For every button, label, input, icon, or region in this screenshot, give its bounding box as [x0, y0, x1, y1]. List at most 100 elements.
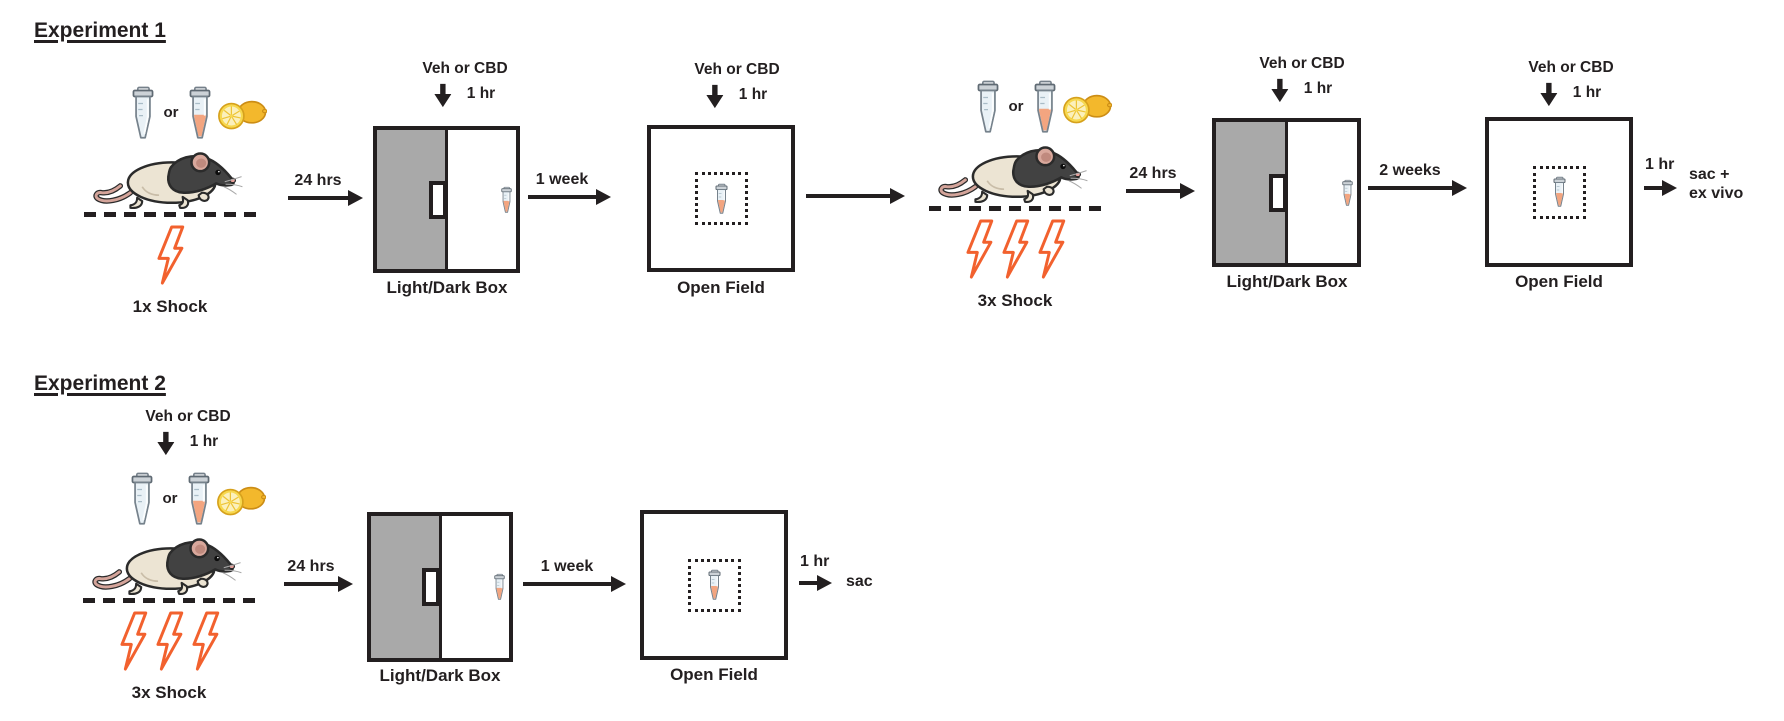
- shock-bolts: [153, 222, 187, 288]
- experiment2-title: Experiment 2: [34, 372, 166, 395]
- lightdark-box-label: Light/Dark Box: [379, 666, 501, 685]
- lemon-oil-tube-icon: [1552, 176, 1567, 208]
- light-dark-box: [373, 126, 520, 273]
- lightning-bolt-icon: [152, 608, 186, 674]
- open-field-box: [647, 125, 795, 272]
- shock-station-3x: or 3x Shock: [61, 470, 277, 703]
- door-opening: [1268, 173, 1287, 212]
- timeline-arrow-2weeks: 2 weeks: [1368, 162, 1467, 195]
- rat-icon: [935, 138, 1095, 205]
- vehicle-tube-icon: [130, 85, 156, 141]
- open-field-box: [1485, 117, 1633, 267]
- dose-arrow-row: 1 hr: [1541, 80, 1601, 109]
- lemon-oil-tube-icon: [707, 569, 722, 601]
- lemon-oil-tube-icon: [1032, 79, 1058, 135]
- dose-arrow-row: 1 hr: [435, 81, 495, 110]
- lemon-icon: [217, 95, 267, 131]
- dose-block: Veh or CBD 1 hr: [145, 408, 231, 458]
- lightning-bolt-icon: [188, 608, 222, 674]
- endpoint-label: sac + ex vivo: [1689, 165, 1743, 203]
- endpoint-line2: ex vivo: [1689, 185, 1744, 202]
- center-zone-dotted: [1532, 165, 1586, 219]
- dose-block: Veh or CBD 1 hr: [422, 60, 508, 110]
- light-dark-box: [1212, 118, 1361, 267]
- rat-icon: [90, 144, 250, 211]
- arrow-label: 2 weeks: [1379, 162, 1441, 179]
- timeline-arrow-24hrs: 24 hrs: [288, 172, 363, 205]
- dose-time: 1 hr: [738, 86, 768, 103]
- dose-time: 1 hr: [1572, 84, 1602, 101]
- compartment-divider: [445, 130, 448, 269]
- dose-time: 1 hr: [1303, 80, 1333, 97]
- down-arrow-icon: [158, 429, 175, 458]
- arrow-line: [288, 190, 363, 205]
- floor-dashed-line: [84, 212, 256, 217]
- down-arrow-icon: [707, 82, 724, 111]
- or-label: or: [162, 490, 178, 507]
- lightning-bolt-icon: [962, 216, 996, 282]
- lemon-oil-tube-icon: [186, 471, 212, 527]
- lightdark-box-label: Light/Dark Box: [1226, 272, 1348, 291]
- timeline-arrow-24hrs: 24 hrs: [1126, 165, 1195, 198]
- shock-station-3x: or 3x Shock: [907, 78, 1123, 311]
- lightning-bolt-icon: [116, 608, 150, 674]
- compartment-divider: [1285, 122, 1288, 263]
- compartment-divider: [438, 516, 442, 658]
- experiment1-title: Experiment 1: [34, 19, 166, 42]
- dose-arrow-row: 1 hr: [707, 82, 767, 111]
- lemon-oil-tube-icon: [493, 573, 506, 601]
- arrow-line: [528, 189, 611, 204]
- dose-block: Veh or CBD 1 hr: [1259, 55, 1345, 105]
- down-arrow-icon: [435, 81, 452, 110]
- light-dark-box: [367, 512, 513, 662]
- odor-choice-group: or: [975, 78, 1112, 135]
- arrow-line: [1126, 183, 1195, 198]
- lemon-oil-tube-icon: [187, 85, 213, 141]
- arrow-label: 24 hrs: [1129, 165, 1177, 182]
- endpoint-arrow: [799, 575, 832, 590]
- door-opening: [422, 568, 440, 606]
- shock-station-1x: or 1x Shock: [62, 84, 278, 317]
- down-arrow-icon: [1272, 76, 1289, 105]
- arrow-line: [1368, 180, 1467, 195]
- odor-choice-group: or: [129, 470, 266, 527]
- shock-count-label: 3x Shock: [131, 682, 207, 702]
- lightdark-box-label: Light/Dark Box: [386, 278, 508, 297]
- dose-label: Veh or CBD: [694, 61, 780, 78]
- endpoint-label: sac: [846, 573, 873, 590]
- dose-arrow-row: 1 hr: [158, 429, 218, 458]
- arrow-label: 24 hrs: [287, 558, 335, 575]
- timeline-arrow-1week: 1 week: [528, 171, 611, 204]
- dose-label: Veh or CBD: [422, 60, 508, 77]
- endpoint-arrow: [1644, 180, 1677, 195]
- endpoint-line1: sac +: [1689, 166, 1730, 183]
- dose-arrow-row: 1 hr: [1272, 76, 1332, 105]
- arrow-line: [523, 576, 626, 591]
- timeline-arrow: [806, 188, 905, 203]
- open-field-box: [640, 510, 788, 660]
- arrow-line: [284, 576, 353, 591]
- dose-label: Veh or CBD: [1528, 59, 1614, 76]
- arrow-label: 1 week: [535, 171, 589, 188]
- dose-block: Veh or CBD 1 hr: [1528, 59, 1614, 109]
- lemon-oil-tube-icon: [714, 183, 729, 215]
- floor-dashed-line: [83, 598, 255, 603]
- vehicle-tube-icon: [975, 79, 1001, 135]
- center-zone-dotted: [687, 558, 741, 612]
- endpoint-time: 1 hr: [800, 553, 830, 570]
- lemon-oil-tube-icon: [500, 186, 513, 214]
- open-field-label: Open Field: [670, 665, 758, 684]
- center-zone-dotted: [694, 172, 748, 225]
- rat-icon: [89, 530, 249, 597]
- dose-time: 1 hr: [189, 433, 219, 450]
- door-opening: [428, 180, 447, 219]
- lightning-bolt-icon: [153, 222, 187, 288]
- shock-count-label: 3x Shock: [977, 290, 1053, 310]
- dose-block: Veh or CBD 1 hr: [694, 61, 780, 111]
- odor-choice-group: or: [130, 84, 267, 141]
- shock-bolts: [116, 608, 222, 674]
- lemon-oil-tube-icon: [1341, 179, 1354, 207]
- open-field-label: Open Field: [1515, 272, 1603, 291]
- lemon-icon: [1062, 89, 1112, 125]
